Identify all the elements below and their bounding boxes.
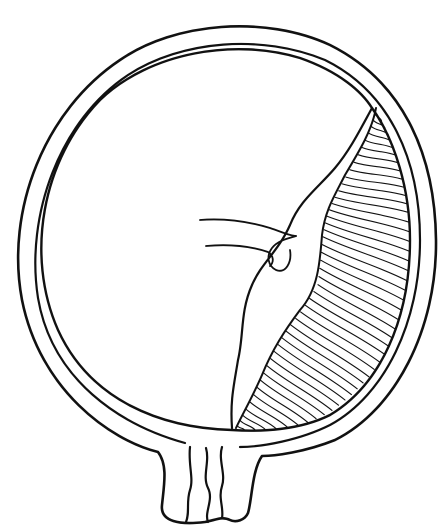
striation-line	[257, 387, 308, 422]
striation-line	[346, 177, 405, 187]
outer-wall	[18, 26, 436, 523]
striation-line	[310, 299, 389, 347]
striation-line	[322, 252, 406, 290]
striation-line	[278, 345, 351, 395]
striation-line	[319, 277, 399, 320]
striation-line	[318, 285, 396, 330]
striation-line	[358, 155, 398, 163]
striation-line	[301, 312, 380, 362]
striation-line	[375, 113, 382, 121]
inner-membrane	[41, 49, 410, 430]
striation-line	[267, 366, 332, 411]
striation-line	[243, 415, 267, 430]
striation-line	[287, 331, 364, 383]
striation-line	[362, 148, 396, 156]
striation-line	[339, 191, 407, 204]
striation-line	[354, 162, 401, 171]
band-lower	[206, 245, 273, 266]
striation-line	[350, 170, 403, 180]
striation-line	[322, 245, 407, 281]
striation-line	[323, 237, 409, 271]
striation-line	[261, 380, 317, 419]
striation-line	[324, 230, 409, 261]
stalk-line-right	[221, 447, 224, 518]
striated-tissue-hatching	[237, 113, 410, 431]
striation-line	[274, 352, 345, 401]
striation-line	[332, 204, 408, 223]
striation-line	[282, 338, 357, 389]
striation-line	[271, 359, 339, 406]
stalk-line-center	[206, 448, 210, 522]
striation-line	[305, 305, 384, 354]
striation-line	[291, 325, 369, 377]
stalk-line-left	[186, 447, 191, 522]
striation-line	[296, 318, 374, 369]
band-upper	[200, 219, 296, 236]
striation-line	[320, 268, 401, 310]
striation-line	[335, 197, 408, 212]
